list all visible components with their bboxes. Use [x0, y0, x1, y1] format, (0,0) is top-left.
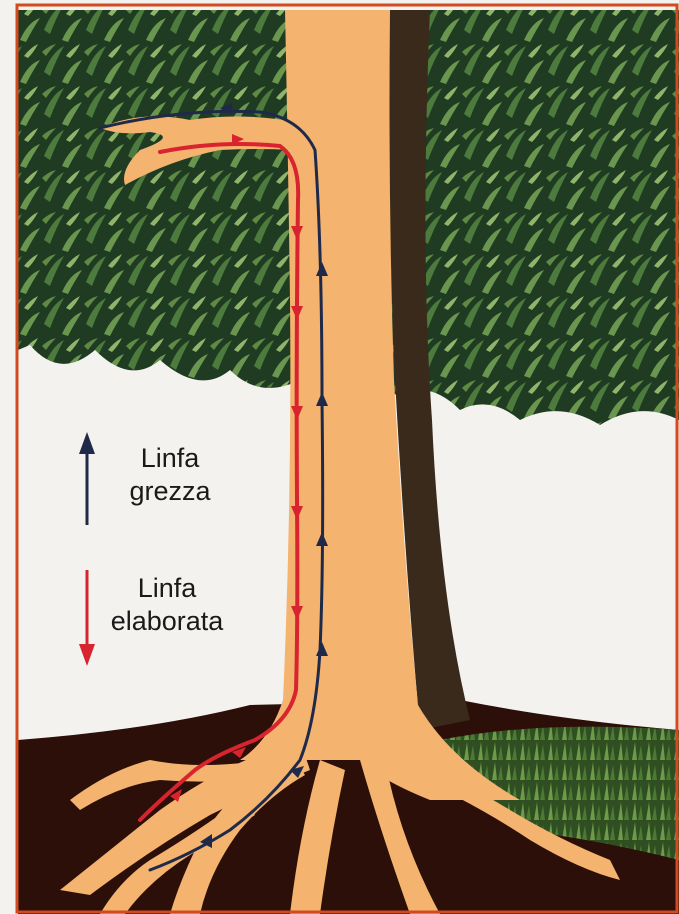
- raw-sap-label-line2: grezza: [110, 475, 230, 508]
- processed-sap-label-line2: elaborata: [92, 605, 242, 638]
- processed-sap-label: Linfa elaborata: [92, 572, 242, 638]
- raw-sap-label-line1: Linfa: [110, 442, 230, 475]
- raw-sap-label: Linfa grezza: [110, 442, 230, 508]
- processed-sap-label-line1: Linfa: [92, 572, 242, 605]
